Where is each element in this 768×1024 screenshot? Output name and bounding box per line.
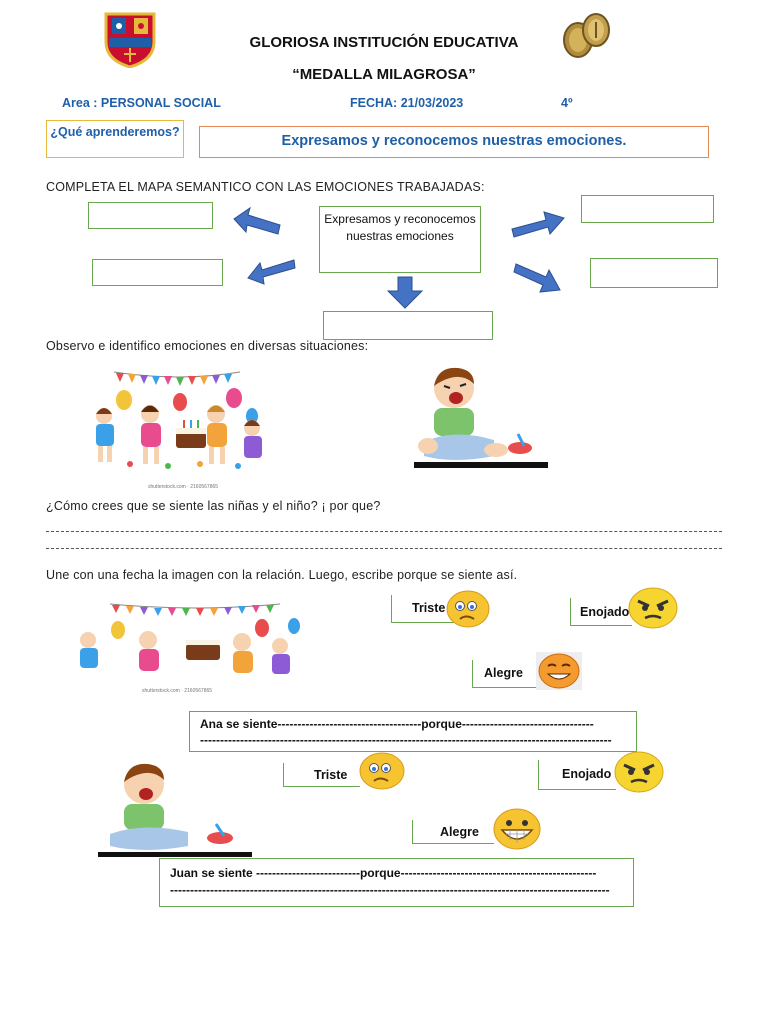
map-blank-box-left-top[interactable] <box>88 202 213 229</box>
happy-face-icon <box>536 652 582 690</box>
label-box-triste[interactable]: Triste <box>391 595 456 623</box>
arrow-icon <box>233 206 281 235</box>
learning-question-box: ¿Qué aprenderemos? <box>46 120 184 158</box>
juan-answer-box[interactable]: Juan se siente -------------------------… <box>159 858 634 907</box>
map-blank-box-left-bottom[interactable] <box>92 259 223 286</box>
ana-answer-box[interactable]: Ana se siente---------------------------… <box>189 711 637 752</box>
school-crest-icon <box>104 12 156 69</box>
happy-face-icon <box>493 808 541 850</box>
label-box-alegre[interactable]: Alegre <box>412 820 494 844</box>
map-center-text: Expresamos y reconocemos nuestras emocio… <box>324 212 476 243</box>
juan-answer-line1[interactable]: Juan se siente -------------------------… <box>170 866 597 880</box>
crying-boy-illustration <box>98 763 252 857</box>
label-alegre: Alegre <box>484 666 523 680</box>
crying-boy-illustration <box>414 367 548 468</box>
label-box-enojado[interactable]: Enojado <box>538 760 616 790</box>
topic-title: Expresamos y reconocemos nuestras emocio… <box>281 133 627 149</box>
matching-instruction: Une con una fecha la imagen con la relac… <box>46 568 518 582</box>
angry-face-icon <box>628 587 678 629</box>
observe-question: ¿Cómo crees que se siente las niñas y el… <box>46 499 381 513</box>
ana-answer-line1[interactable]: Ana se siente---------------------------… <box>200 717 594 731</box>
arrow-icon <box>247 259 296 285</box>
ana-answer-line2[interactable]: ----------------------------------------… <box>200 733 612 747</box>
map-instruction: COMPLETA EL MAPA SEMANTICO CON LAS EMOCI… <box>46 180 485 194</box>
label-enojado: Enojado <box>562 767 612 781</box>
map-blank-box-right-bottom[interactable] <box>590 258 718 288</box>
school-name: GLORIOSA INSTITUCIÓN EDUCATIVA <box>249 34 519 51</box>
label-enojado: Enojado <box>580 605 630 619</box>
miraculous-medal-icon <box>560 10 612 60</box>
learning-question: ¿Qué aprenderemos? <box>50 125 180 139</box>
stock-credit: shutterstock.com · 2160567865 <box>142 688 213 694</box>
party-children-illustration <box>80 603 300 674</box>
answer-line[interactable] <box>46 548 722 549</box>
grade-label: 4º <box>561 96 573 110</box>
arrow-icon <box>386 276 424 309</box>
map-blank-box-right-top[interactable] <box>581 195 714 223</box>
label-triste: Triste <box>412 601 446 615</box>
arrow-icon <box>513 263 561 293</box>
area-label: Area : PERSONAL SOCIAL <box>62 96 221 110</box>
map-blank-box-bottom[interactable] <box>323 311 493 340</box>
label-triste: Triste <box>314 768 348 782</box>
arrow-icon <box>511 211 565 238</box>
sad-face-icon <box>359 752 405 790</box>
juan-answer-line2[interactable]: ----------------------------------------… <box>170 883 610 897</box>
angry-face-icon <box>614 751 664 793</box>
school-subtitle: “MEDALLA MILAGROSA” <box>292 66 476 83</box>
sad-face-icon <box>446 590 490 628</box>
label-box-alegre[interactable]: Alegre <box>472 660 536 688</box>
party-children-illustration <box>96 371 262 469</box>
answer-line[interactable] <box>46 531 722 532</box>
label-box-triste[interactable]: Triste <box>283 763 360 787</box>
label-alegre: Alegre <box>440 825 479 839</box>
map-center-box: Expresamos y reconocemos nuestras emocio… <box>319 206 481 273</box>
observe-instruction: Observo e identifico emociones en divers… <box>46 339 369 353</box>
stock-credit: shutterstock.com · 2160567865 <box>148 484 219 490</box>
topic-box: Expresamos y reconocemos nuestras emocio… <box>199 126 709 158</box>
date-label: FECHA: 21/03/2023 <box>350 96 464 110</box>
label-box-enojado[interactable]: Enojado <box>570 598 632 626</box>
